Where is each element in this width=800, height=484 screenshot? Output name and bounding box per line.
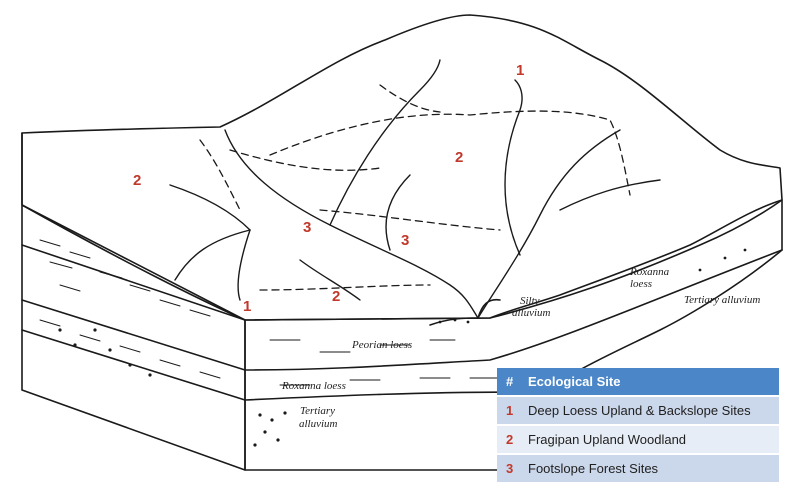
- stream: [169, 184, 251, 231]
- legend-row-label: Fragipan Upland Woodland: [520, 425, 779, 455]
- hatching: [269, 339, 501, 386]
- legend-row-number: 3: [497, 454, 520, 484]
- hatching: [39, 319, 221, 379]
- stream: [174, 229, 251, 281]
- stream: [299, 259, 361, 301]
- stream: [237, 229, 251, 301]
- stratum-line: [21, 329, 246, 401]
- legend-row: 3 Footslope Forest Sites: [497, 454, 779, 484]
- site-boundary: [269, 110, 631, 196]
- geology-label: Tertiary alluvium: [684, 294, 760, 306]
- legend-row-number: 2: [497, 425, 520, 455]
- zone-number: 1: [516, 62, 524, 79]
- ecological-site-legend: # Ecological Site 1 Deep Loess Upland & …: [497, 368, 779, 484]
- geology-label: loess: [630, 278, 652, 290]
- stratum-line: [21, 299, 246, 371]
- zone-number: 3: [401, 232, 409, 249]
- legend-header-title: Ecological Site: [520, 368, 779, 397]
- stream: [477, 129, 621, 319]
- legend-row-label: Footslope Forest Sites: [520, 454, 779, 484]
- zone-number: 3: [303, 219, 311, 236]
- geology-label: Peorian loess: [351, 339, 412, 351]
- legend-row-label: Deep Loess Upland & Backslope Sites: [520, 396, 779, 426]
- zone-number: 2: [332, 288, 340, 305]
- legend-row-number: 1: [497, 396, 520, 426]
- stratum-line: [244, 249, 783, 371]
- site-boundary: [319, 209, 501, 231]
- zone-number: 2: [133, 172, 141, 189]
- geology-label: Silty: [520, 295, 540, 307]
- zone-number: 1: [243, 298, 251, 315]
- geology-label: alluvium: [512, 307, 551, 319]
- stream: [559, 179, 661, 211]
- stratum-line: [21, 244, 246, 321]
- geology-label: Tertiary: [300, 405, 335, 417]
- legend-row: 2 Fragipan Upland Woodland: [497, 425, 779, 455]
- stream: [504, 79, 523, 256]
- stream: [385, 174, 411, 251]
- site-boundary: [379, 84, 441, 113]
- hatching: [39, 239, 211, 317]
- alluvium-dots: [58, 248, 747, 447]
- stratum-line: [244, 391, 521, 401]
- stream: [329, 59, 441, 226]
- site-boundary: [259, 284, 431, 291]
- legend-row: 1 Deep Loess Upland & Backslope Sites: [497, 396, 779, 426]
- zone-number: 2: [455, 149, 463, 166]
- main-stream: [224, 129, 479, 319]
- geology-label: Roxanna loess: [281, 380, 346, 392]
- legend-header-number: #: [497, 368, 520, 397]
- top-surface-outline: [21, 14, 783, 321]
- geology-label: Roxanna: [629, 266, 670, 278]
- site-boundary: [229, 149, 381, 171]
- site-boundary: [199, 139, 241, 211]
- geology-label: alluvium: [299, 418, 338, 430]
- legend-header-row: # Ecological Site: [497, 368, 779, 397]
